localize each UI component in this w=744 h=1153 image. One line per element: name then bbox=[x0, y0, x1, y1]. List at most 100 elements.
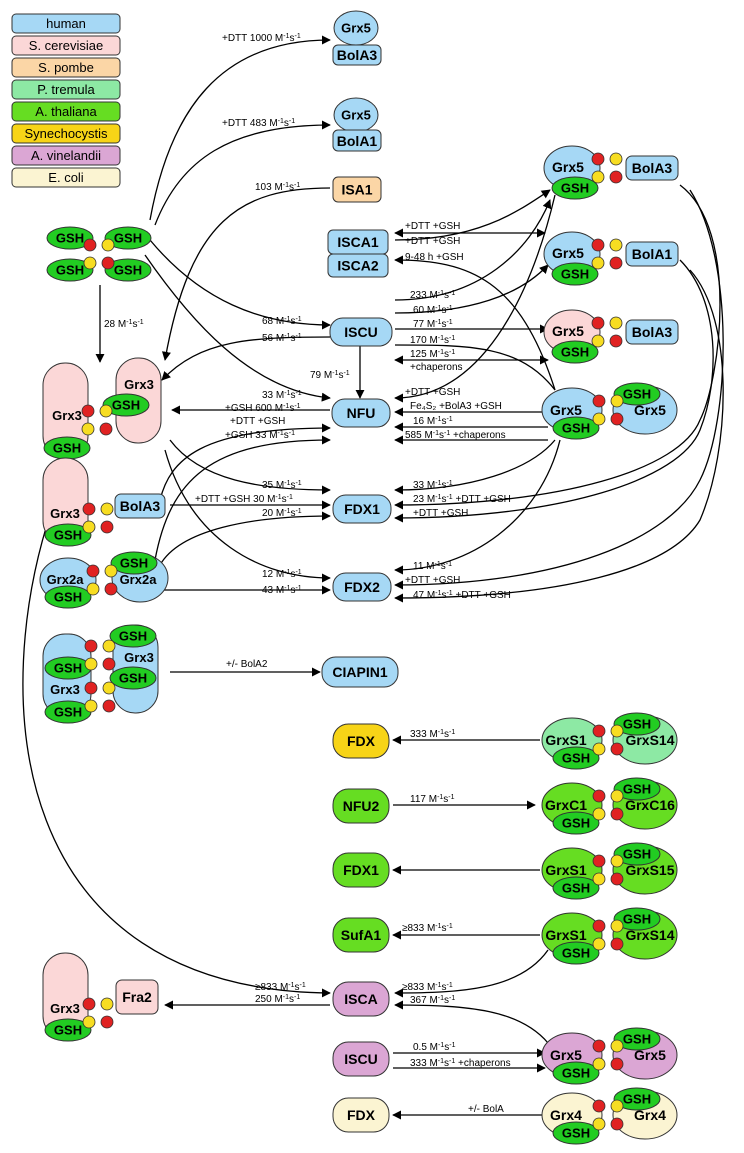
svg-text:NFU2: NFU2 bbox=[343, 798, 380, 814]
isa1-node: ISA1 bbox=[332, 176, 382, 203]
arrow-fdx1-20 bbox=[159, 511, 331, 566]
rate-iscu-05: 0.5 M-1s-1 bbox=[413, 1042, 456, 1054]
label-grx3-dtt: +DTT +GSH bbox=[230, 416, 285, 427]
svg-text:GrxS1: GrxS1 bbox=[545, 862, 586, 878]
iscu-av-node: ISCU bbox=[332, 1041, 390, 1077]
svg-text:ISCA: ISCA bbox=[344, 991, 377, 1007]
svg-text:GSH: GSH bbox=[623, 717, 651, 732]
label-fdx-bola: +/- BolA bbox=[468, 1104, 504, 1115]
rate-iscu: 68 M-1s-1 bbox=[262, 316, 302, 328]
arrow-to-bola1-top bbox=[154, 120, 331, 226]
ciapin1-node: CIAPIN1 bbox=[321, 656, 399, 688]
arrow-iscu-233 bbox=[394, 199, 552, 301]
svg-text:GSH: GSH bbox=[112, 398, 140, 413]
svg-text:BolA3: BolA3 bbox=[337, 47, 378, 63]
arrows bbox=[22, 35, 724, 1120]
svg-text:Grx5: Grx5 bbox=[550, 402, 582, 418]
rate-fdx1-33r: 33 M-1s-1 bbox=[413, 480, 453, 492]
svg-text:GSH: GSH bbox=[562, 1066, 590, 1081]
svg-text:GSH: GSH bbox=[114, 263, 142, 278]
sufa1-node: SufA1 bbox=[332, 917, 390, 953]
rate-iscu-333: 333 M-1s-1 +chaperons bbox=[410, 1058, 511, 1070]
svg-text:Grx5: Grx5 bbox=[552, 323, 584, 339]
arrow-iscu-170 bbox=[394, 344, 556, 391]
rate-isca-250: 250 M-1s-1 bbox=[255, 994, 300, 1006]
arrow-to-iscu bbox=[149, 239, 331, 330]
svg-text:GrxC1: GrxC1 bbox=[545, 797, 587, 813]
label-isca1-dtt2: +DTT +GSH bbox=[405, 236, 460, 247]
svg-text:FDX: FDX bbox=[347, 733, 376, 749]
arrow-fdx1-33r bbox=[394, 439, 556, 495]
legend-item: A. vinelandii bbox=[11, 145, 121, 166]
svg-text:GSH: GSH bbox=[119, 671, 147, 686]
svg-text:Grx5: Grx5 bbox=[550, 1047, 582, 1063]
legend-item: E. coli bbox=[11, 167, 121, 188]
rate-170: 170 M-1s-1 bbox=[410, 335, 455, 347]
rate-self: 28 M-1s-1 bbox=[104, 319, 144, 331]
svg-text:ISCA2: ISCA2 bbox=[337, 258, 378, 274]
svg-text:GSH: GSH bbox=[562, 946, 590, 961]
svg-text:GrxC16: GrxC16 bbox=[625, 797, 675, 813]
arrow-isca2 bbox=[394, 255, 556, 391]
label-bola2: +/- BolA2 bbox=[226, 659, 268, 670]
svg-text:GrxS14: GrxS14 bbox=[625, 732, 674, 748]
rate-nfu-600: +GSH 600 M-1s-1 bbox=[225, 403, 301, 415]
svg-text:GSH: GSH bbox=[562, 751, 590, 766]
svg-text:Grx5: Grx5 bbox=[341, 108, 371, 123]
svg-text:A. thaliana: A. thaliana bbox=[35, 104, 97, 119]
svg-text:GSH: GSH bbox=[56, 231, 84, 246]
label-isca2-h: 9-48 h +GSH bbox=[405, 252, 464, 263]
fdx1-node: FDX1 bbox=[332, 494, 392, 524]
rate-fdx2-43: 43 M-1s-1 bbox=[262, 585, 302, 597]
svg-text:BolA1: BolA1 bbox=[337, 133, 378, 149]
svg-text:Grx5: Grx5 bbox=[341, 21, 371, 36]
rate-isa1: 103 M-1s-1 bbox=[255, 182, 300, 194]
arrow-grx-nfu-a bbox=[159, 423, 331, 501]
rate-77: 77 M-1s-1 bbox=[413, 319, 453, 331]
rate-fdx2-47: 47 M-1s-1 +DTT +GSH bbox=[413, 590, 511, 602]
arrow-fdx2-11 bbox=[394, 439, 561, 575]
svg-text:Grx3: Grx3 bbox=[50, 1001, 80, 1016]
svg-text:GSH: GSH bbox=[623, 912, 651, 927]
arrow-fdx2-12 bbox=[164, 449, 331, 583]
fdx-syn-node: FDX bbox=[332, 723, 390, 759]
fdx1-plant-node: FDX1 bbox=[332, 852, 390, 888]
rate-fdx1-30: +DTT +GSH 30 M-1s-1 bbox=[195, 494, 293, 506]
svg-text:FDX1: FDX1 bbox=[344, 501, 380, 517]
rate-nfu2-117: 117 M-1s-1 bbox=[410, 794, 455, 806]
svg-text:GSH: GSH bbox=[54, 528, 82, 543]
svg-text:GrxS15: GrxS15 bbox=[625, 862, 674, 878]
svg-text:Grx4: Grx4 bbox=[634, 1107, 666, 1123]
rate-fdx1-35: 35 M-1s-1 bbox=[262, 480, 302, 492]
svg-text:S. cerevisiae: S. cerevisiae bbox=[29, 38, 103, 53]
legend-item: Synechocystis bbox=[11, 123, 121, 144]
svg-text:GSH: GSH bbox=[561, 181, 589, 196]
svg-text:Grx3: Grx3 bbox=[124, 377, 154, 392]
svg-text:S. pombe: S. pombe bbox=[38, 60, 94, 75]
svg-text:GSH: GSH bbox=[53, 441, 81, 456]
svg-text:BolA1: BolA1 bbox=[632, 246, 673, 262]
svg-text:Grx2a: Grx2a bbox=[47, 572, 85, 587]
legend-item: S. pombe bbox=[11, 57, 121, 78]
arrow-isca1-bola3 bbox=[394, 189, 551, 241]
svg-text:FDX1: FDX1 bbox=[343, 862, 379, 878]
svg-text:GrxS14: GrxS14 bbox=[625, 927, 674, 943]
rate-grx3-33: +GSH 33 M-1s-1 bbox=[225, 430, 295, 442]
svg-text:GSH: GSH bbox=[56, 263, 84, 278]
arrow-grx-nfu-b bbox=[154, 435, 331, 561]
svg-text:ISCU: ISCU bbox=[344, 1051, 377, 1067]
legend-item: P. tremula bbox=[11, 79, 121, 100]
legend-item: A. thaliana bbox=[11, 101, 121, 122]
svg-text:Fra2: Fra2 bbox=[122, 989, 152, 1005]
